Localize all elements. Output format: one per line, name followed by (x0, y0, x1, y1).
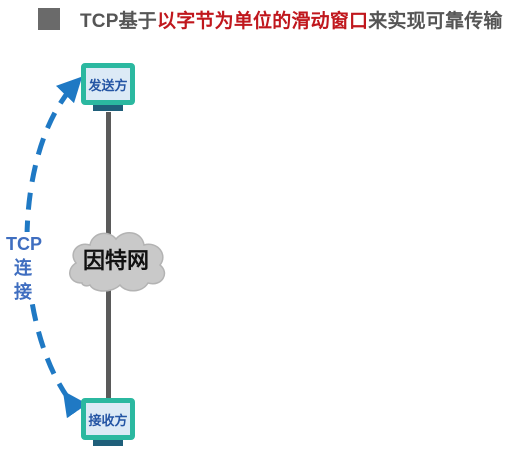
sender-screen: 发送方 (81, 63, 135, 105)
tcp-connection-label: TCP 连接 (6, 232, 42, 304)
title-highlight: 以字节为单位的滑动窗口 (157, 10, 369, 32)
internet-cloud: 因特网 (62, 223, 170, 295)
title-bullet-square (38, 8, 60, 30)
receiver-screen: 接收方 (81, 398, 135, 440)
internet-label: 因特网 (82, 248, 149, 273)
receiver-label: 接收方 (88, 412, 128, 428)
sender-stand (93, 105, 123, 111)
sender-computer: 发送方 (81, 63, 135, 111)
receiver-computer: 接收方 (81, 398, 135, 446)
receiver-stand (93, 440, 123, 446)
title-prefix: TCP基于 (80, 10, 158, 32)
tcp-label-line2: 连接 (14, 258, 32, 302)
tcp-label-line1: TCP (6, 234, 42, 254)
title-text: TCP基于以字节为单位的滑动窗口来实现可靠传输 (80, 6, 503, 33)
sender-label: 发送方 (88, 77, 128, 93)
title-suffix: 来实现可靠传输 (368, 10, 503, 32)
page-title: TCP基于以字节为单位的滑动窗口来实现可靠传输 (38, 6, 503, 32)
